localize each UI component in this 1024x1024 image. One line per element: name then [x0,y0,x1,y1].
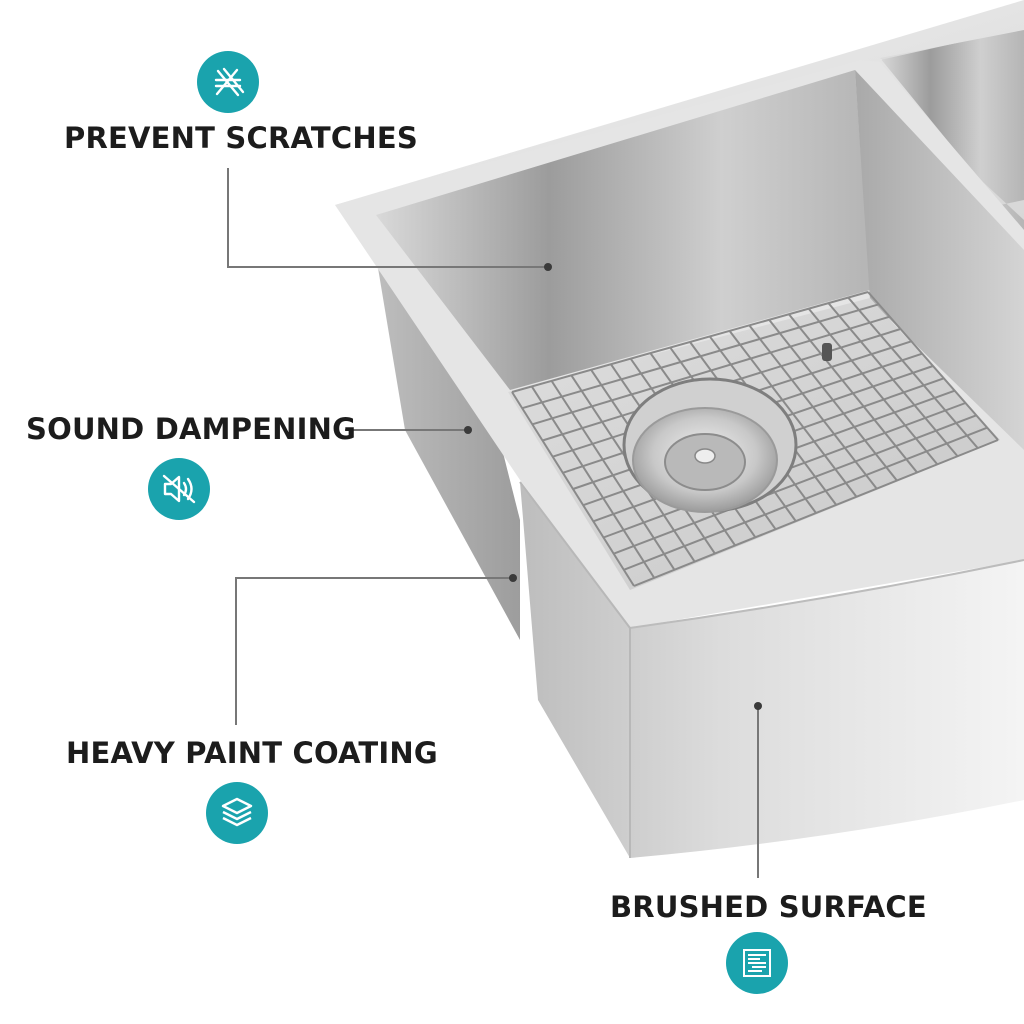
sink-right-wall [855,70,1024,450]
leader-dot-coating [509,574,517,582]
badge-brushed-surface [726,932,788,994]
feature-label-heavy-paint-coating: HEAVY PAINT COATING [66,736,438,770]
grid-wire [613,414,977,555]
brushed-lines-icon [743,949,771,977]
grid-wire [633,439,999,587]
leader-line-scratches [227,168,548,268]
grid-wire [623,426,988,571]
leader-dot-surface [754,702,762,710]
faucet-knob [822,343,832,361]
sink-front-apron [520,482,1024,858]
apron-left-edge [519,481,631,858]
grid-wire [521,303,880,410]
badge-prevent-scratches [197,51,259,113]
badge-heavy-paint-coating [206,782,268,844]
apron-top-edge [629,559,1024,629]
grid-wire [532,315,890,426]
leader-dot-sound [464,426,472,434]
layers-icon [221,797,253,827]
grid-wire [511,291,869,393]
drain-strainer [622,377,798,513]
no-scratch-icon [214,67,245,97]
feature-label-brushed-surface: BRUSHED SURFACE [610,890,927,924]
feature-label-sound-dampening: SOUND DAMPENING [26,412,357,446]
badge-sound-dampening [148,458,210,520]
sink-back-wall [376,70,870,390]
sink-side-wall [378,268,520,640]
feature-label-prevent-scratches: PREVENT SCRATCHES [64,121,418,155]
leader-line-coating [235,577,513,725]
leader-dot-scratches [544,263,552,271]
sound-mute-icon [162,474,196,504]
